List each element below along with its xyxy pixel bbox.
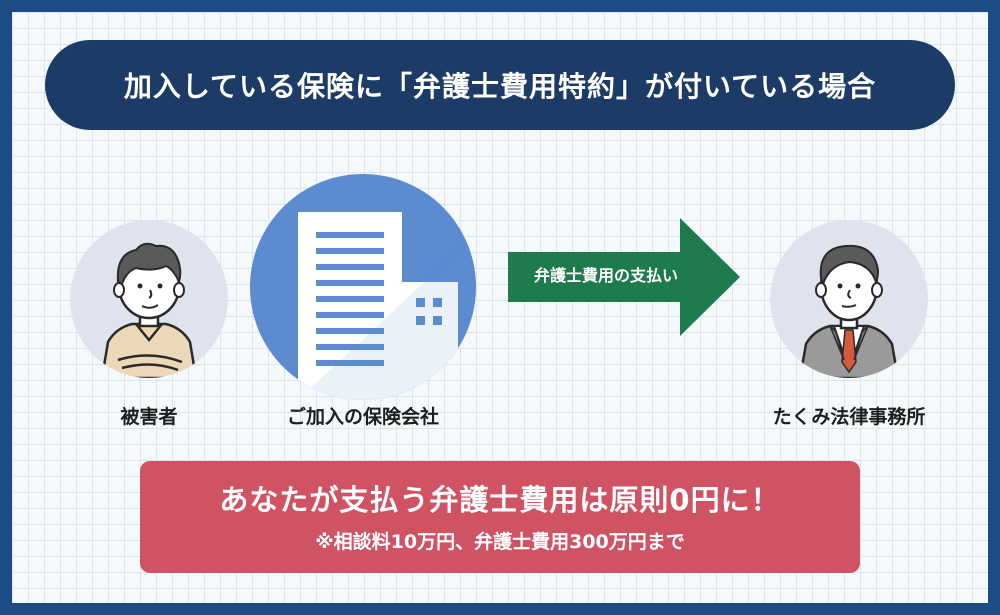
victim-label: 被害者 — [120, 406, 178, 428]
victim-avatar — [70, 220, 228, 378]
payment-arrow-label: 弁護士費用の支払い — [533, 266, 678, 285]
result-note: ※相談料10万円、弁護士費用300万円まで — [315, 531, 685, 553]
result-box: あなたが支払う弁護士費用は原則0円に！ ※相談料10万円、弁護士費用300万円ま… — [140, 461, 860, 573]
payment-arrow — [508, 218, 740, 336]
building-icon — [298, 212, 476, 400]
insurer-label: ご加入の保険会社 — [286, 406, 439, 428]
lawyer-avatar — [770, 220, 928, 378]
result-headline: あなたが支払う弁護士費用は原則0円に！ — [219, 483, 781, 517]
law-firm-label: たくみ法律事務所 — [772, 406, 926, 428]
victim-person-icon — [100, 242, 198, 378]
lawyer-person-icon — [798, 244, 900, 378]
insurer-circle — [250, 174, 476, 400]
diagram-title: 加入している保険に「弁護士費用特約」が付いている場合 — [45, 40, 955, 130]
